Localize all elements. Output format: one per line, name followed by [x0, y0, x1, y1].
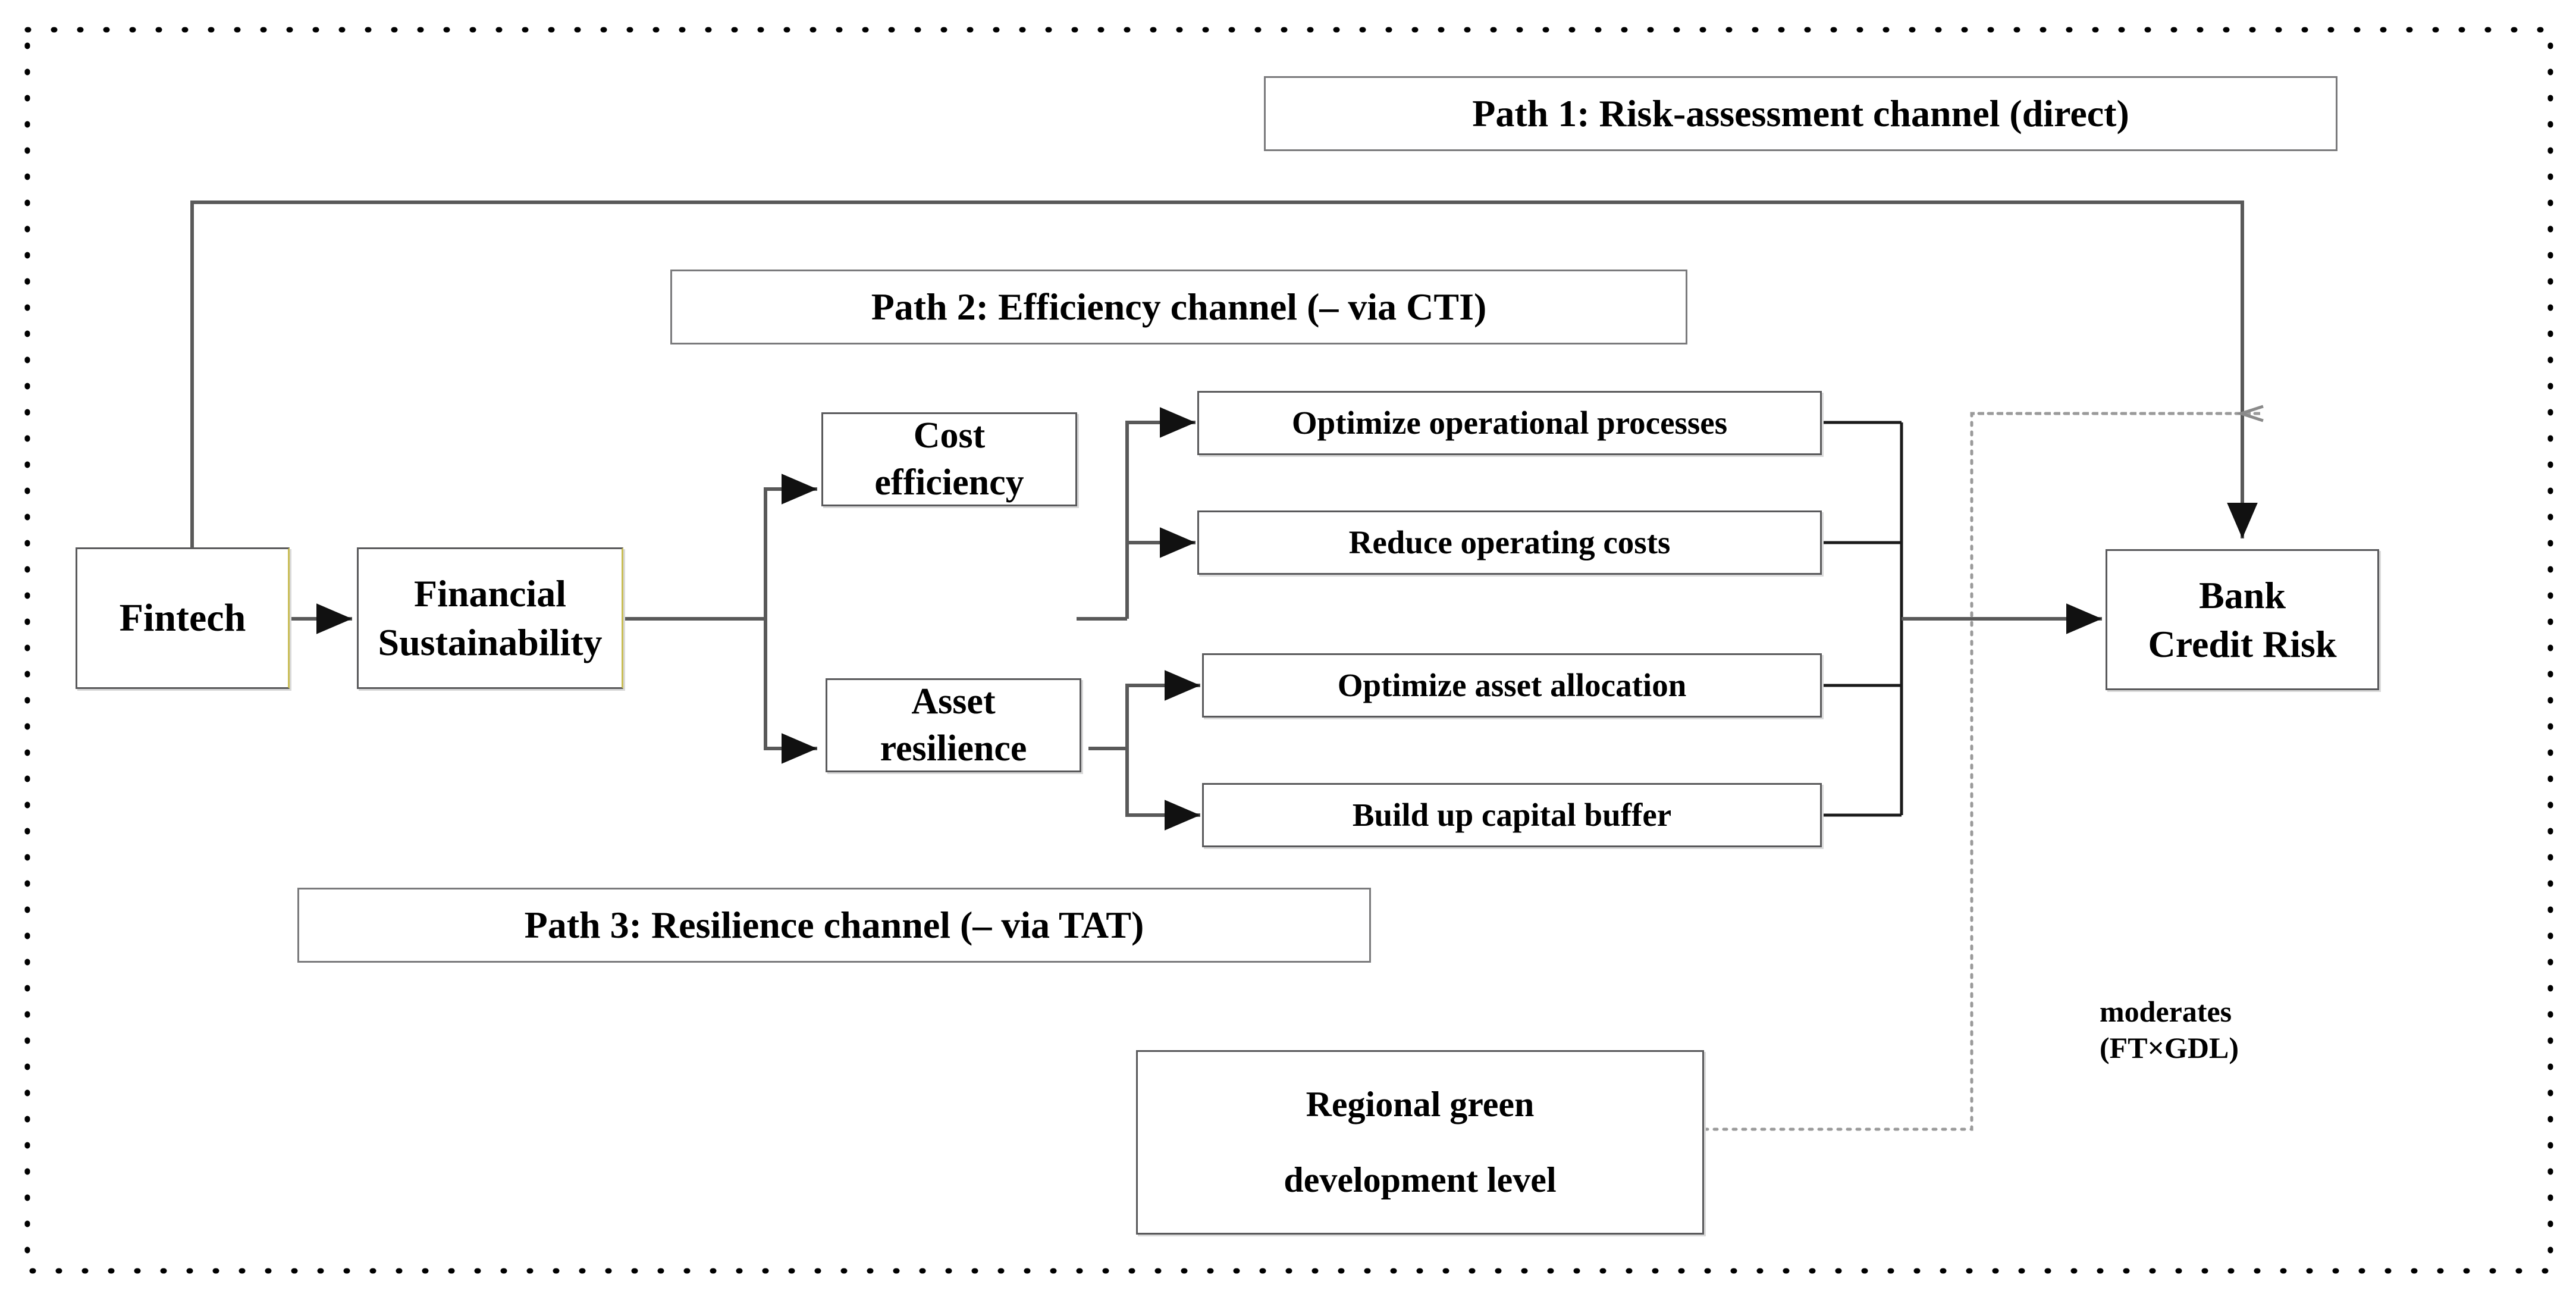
moderation-arrow-tip [2236, 405, 2264, 422]
node-asset-resilience[interactable]: Asset resilience [826, 678, 1081, 772]
node-fintech[interactable]: Fintech [76, 547, 290, 689]
node-optimize-asset-allocation[interactable]: Optimize asset allocation [1202, 653, 1822, 718]
node-regional-green-label-line2: development level [1284, 1160, 1557, 1200]
path1-label-text: Path 1: Risk-assessment channel (direct) [1472, 92, 2129, 134]
node-bank-credit-risk[interactable]: Bank Credit Risk [2106, 549, 2379, 690]
node-asset-resilience-label-line1: Asset [911, 681, 996, 722]
node-bank-credit-risk-label-line1: Bank [2199, 574, 2286, 616]
path2-label-text: Path 2: Efficiency channel (– via CTI) [871, 286, 1487, 328]
node-cost-efficiency[interactable]: Cost efficiency [821, 412, 1077, 506]
node-optimize-operational-processes[interactable]: Optimize operational processes [1197, 391, 1822, 455]
node-regional-green-development-level[interactable]: Regional green development level [1136, 1050, 1704, 1235]
node-optimize-asset-allocation-label: Optimize asset allocation [1337, 666, 1687, 703]
edge-outcomes-merge-bus [1821, 421, 1903, 817]
node-cost-efficiency-label-line1: Cost [913, 415, 986, 456]
edge-path1-fintech-to-bank-credit-risk [190, 201, 2258, 547]
moderates-annotation-line1: moderates [2100, 995, 2232, 1028]
outer-dotted-frame [24, 27, 2553, 1274]
node-build-up-capital-buffer[interactable]: Build up capital buffer [1202, 783, 1822, 847]
node-fintech-label: Fintech [119, 596, 246, 640]
node-financial-sustainability-label-line2: Sustainability [378, 621, 603, 663]
path1-label-box: Path 1: Risk-assessment channel (direct) [1264, 76, 2337, 151]
node-financial-sustainability[interactable]: Financial Sustainability [357, 547, 623, 689]
edge-asset-resilience-split [1088, 670, 1200, 831]
node-asset-resilience-label-line2: resilience [880, 728, 1027, 769]
moderates-annotation: moderates (FT×GDL) [2100, 994, 2433, 1066]
path2-label-box: Path 2: Efficiency channel (– via CTI) [670, 270, 1687, 344]
node-optimize-operational-processes-label: Optimize operational processes [1291, 404, 1728, 441]
path3-label-text: Path 3: Resilience channel (– via TAT) [524, 904, 1144, 946]
node-reduce-operating-costs-label: Reduce operating costs [1348, 524, 1671, 560]
node-build-up-capital-buffer-label: Build up capital buffer [1352, 796, 1672, 833]
node-cost-efficiency-label-line2: efficiency [874, 462, 1024, 503]
edge-fs-split-to-cost-efficiency-and-asset-resilience [622, 474, 817, 764]
node-bank-credit-risk-label-line2: Credit Risk [2148, 622, 2337, 665]
node-reduce-operating-costs[interactable]: Reduce operating costs [1197, 510, 1822, 575]
edge-cost-efficiency-split [1077, 407, 1196, 621]
node-financial-sustainability-label-line1: Financial [413, 572, 567, 615]
path3-label-box: Path 3: Resilience channel (– via TAT) [297, 888, 1371, 963]
moderates-annotation-line2: (FT×GDL) [2100, 1031, 2239, 1064]
node-regional-green-label-line1: Regional green [1306, 1085, 1535, 1125]
